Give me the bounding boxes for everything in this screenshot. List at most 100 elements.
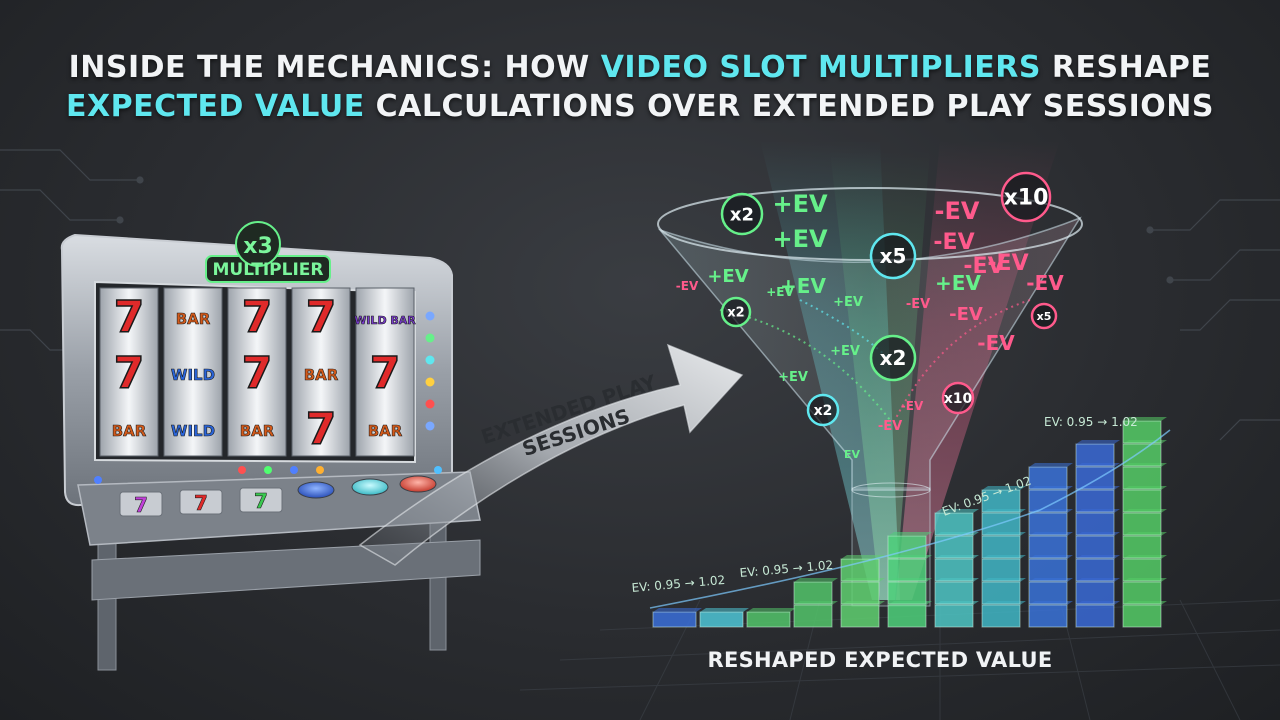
- reel-symbol: BAR: [368, 422, 403, 440]
- bar-cube: [840, 604, 880, 628]
- multiplier-value: x10: [1004, 186, 1049, 211]
- multiplier-value: x2: [730, 204, 754, 225]
- ev-label: -EV: [676, 279, 699, 293]
- ev-label: -EV: [949, 304, 983, 325]
- bar-cube: [1122, 604, 1162, 628]
- reel-symbol: 7: [306, 404, 337, 455]
- multiplier-value: x2: [880, 346, 907, 370]
- ev-label: -EV: [878, 419, 902, 434]
- ev-label: -EV: [1026, 271, 1064, 295]
- bar-cube: [1122, 489, 1162, 513]
- multiplier-value: x5: [1037, 310, 1052, 323]
- multiplier-value: x10: [944, 391, 973, 407]
- page-title: INSIDE THE MECHANICS: HOW VIDEO SLOT MUL…: [0, 48, 1280, 126]
- title-text: CALCULATIONS OVER EXTENDED PLAY SESSIONS: [364, 89, 1215, 124]
- bar-cube: [1028, 512, 1068, 536]
- button-symbol: 7: [134, 493, 148, 517]
- bar-cube: [1075, 581, 1115, 605]
- bar-cube: [981, 604, 1021, 628]
- side-light: [425, 311, 435, 321]
- bar-cube: [1075, 604, 1115, 628]
- bar-cube-top: [653, 608, 702, 612]
- ev-annotation: EV: 0.95 → 1.02: [739, 558, 834, 580]
- multiplier-token: [1030, 302, 1058, 330]
- reel: [99, 287, 159, 457]
- bar-cube-top: [1076, 440, 1120, 444]
- bar-cube: [934, 512, 974, 536]
- bar-cube: [1122, 443, 1162, 467]
- reel-symbol: BAR: [112, 422, 147, 440]
- ev-label: +EV: [707, 266, 748, 287]
- reel-symbol: BAR: [304, 366, 339, 384]
- multiplier-value: x2: [727, 305, 744, 320]
- bar-cube: [887, 604, 927, 628]
- ev-label: -EV: [977, 331, 1015, 355]
- ev-bar-progression: [652, 417, 1167, 628]
- bar-cube-top: [747, 608, 796, 612]
- bar-cube: [1122, 558, 1162, 582]
- bar-cube: [934, 558, 974, 582]
- ev-label: -EV: [901, 399, 924, 413]
- bar-cube: [1075, 489, 1115, 513]
- ev-label: +EV: [772, 225, 828, 253]
- ev-label: +EV: [935, 271, 981, 295]
- reel-stop-button[interactable]: [239, 487, 283, 513]
- bar-cube: [887, 558, 927, 582]
- title-highlight: EXPECTED VALUE: [65, 89, 365, 124]
- bar-cube-top: [888, 532, 932, 536]
- spin-button[interactable]: [297, 481, 335, 499]
- side-light: [425, 333, 435, 343]
- reel-stop-button[interactable]: [119, 491, 163, 517]
- reel: [163, 287, 223, 457]
- ev-label: -EV: [935, 197, 980, 225]
- multiplier-token: [806, 393, 840, 427]
- bar-cube-top: [794, 578, 838, 582]
- reel: [227, 287, 287, 457]
- ev-label: +EV: [778, 370, 808, 385]
- bar-cube: [1075, 558, 1115, 582]
- ev-annotation: EV: 0.95 → 1.02: [1044, 415, 1138, 429]
- ev-label: +EV: [830, 344, 860, 359]
- bar-cube: [793, 581, 833, 605]
- title-line-1: INSIDE THE MECHANICS: HOW VIDEO SLOT MUL…: [0, 48, 1280, 87]
- bar-cube: [1122, 535, 1162, 559]
- arrow-shape: [358, 343, 744, 566]
- bar-cube: [1075, 466, 1115, 490]
- spin-button[interactable]: [399, 475, 437, 493]
- circuit-lines: [0, 149, 1280, 441]
- reel-stop-button[interactable]: [179, 489, 223, 515]
- reel-symbol: WILD: [171, 366, 215, 384]
- ev-label: +EV: [833, 295, 863, 310]
- spin-button[interactable]: [351, 478, 389, 496]
- bar-cube: [1028, 558, 1068, 582]
- multiplier-token: [869, 232, 917, 280]
- bar-cube: [934, 535, 974, 559]
- reel-symbol: 7: [242, 292, 273, 343]
- indicator-lights: [94, 466, 442, 484]
- multiplier-value: x5: [880, 244, 907, 268]
- reel: [291, 287, 351, 457]
- bar-cube: [746, 611, 791, 628]
- bar-cube: [1075, 443, 1115, 467]
- bar-cube: [934, 604, 974, 628]
- bar-cube: [981, 535, 1021, 559]
- reel-symbol: 7: [114, 348, 145, 399]
- ev-label: +EV: [772, 190, 828, 218]
- bar-cube: [934, 581, 974, 605]
- bar-cube: [1028, 604, 1068, 628]
- bar-cube: [1122, 581, 1162, 605]
- bar-cube: [1028, 489, 1068, 513]
- title-highlight: VIDEO SLOT MULTIPLIERS: [600, 50, 1041, 85]
- ev-annotation: EV: 0.95 → 1.02: [631, 573, 726, 595]
- bar-cube: [1028, 535, 1068, 559]
- bar-cube-top: [935, 509, 979, 513]
- side-light: [425, 377, 435, 387]
- button-symbol: 7: [254, 489, 268, 513]
- reel-symbol: 7: [114, 292, 145, 343]
- caption: RESHAPED EXPECTED VALUE: [707, 648, 1053, 672]
- machine-base: [91, 539, 481, 601]
- bar-cube: [699, 611, 744, 628]
